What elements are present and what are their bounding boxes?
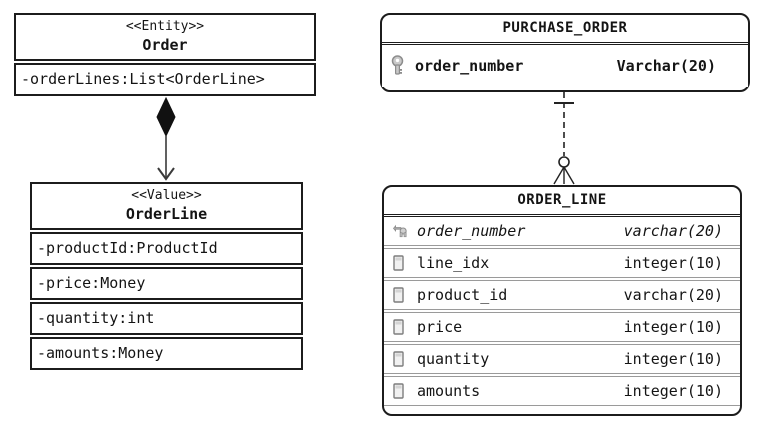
column-icon	[393, 255, 408, 271]
column-type: integer(10)	[623, 318, 723, 336]
column-name: line_idx	[417, 254, 490, 272]
er-zero-circle-icon	[558, 156, 570, 168]
primary-key-icon	[391, 55, 406, 77]
foreign-key-icon	[393, 224, 408, 238]
composition-diamond-icon	[156, 96, 176, 138]
uml-class-order-header: <<Entity>> Order	[14, 13, 316, 61]
purchase-order-column-order-number: order_number Varchar(20)	[382, 45, 748, 87]
db-table-purchase-order: PURCHASE_ORDER order_number Varchar(20)	[380, 13, 750, 92]
orderline-attribute-price: -price:Money	[30, 267, 303, 300]
db-table-order-line: ORDER_LINE order_number varchar(20)	[382, 185, 742, 416]
order-line-column-order-number: order_number varchar(20)	[384, 217, 740, 246]
column-type: Varchar(20)	[616, 57, 716, 75]
order-attribute-orderlines: -orderLines:List<OrderLine>	[14, 63, 316, 96]
orderline-class-name: OrderLine	[125, 205, 208, 223]
purchase-order-table-name: PURCHASE_ORDER	[382, 15, 748, 45]
order-class-name: Order	[142, 36, 188, 54]
uml-class-orderline-header: <<Value>> OrderLine	[30, 182, 303, 230]
column-icon	[393, 351, 408, 367]
column-name: price	[417, 318, 463, 336]
order-line-column-line-idx: line_idx integer(10)	[384, 248, 740, 278]
er-crowfoot-right	[563, 166, 575, 185]
orderline-attribute-amounts: -amounts:Money	[30, 337, 303, 370]
column-type: integer(10)	[623, 350, 723, 368]
column-type: integer(10)	[623, 382, 723, 400]
column-name: order_number	[417, 222, 526, 240]
order-line-column-amounts: amounts integer(10)	[384, 376, 740, 406]
order-line-column-price: price integer(10)	[384, 312, 740, 342]
column-type: varchar(20)	[623, 286, 723, 304]
orderline-attribute-productid: -productId:ProductId	[30, 232, 303, 265]
uml-class-order: <<Entity>> Order -orderLines:List<OrderL…	[14, 13, 316, 96]
orderline-attribute-quantity: -quantity:int	[30, 302, 303, 335]
orderline-stereotype: <<Value>>	[131, 188, 202, 203]
order-line-column-product-id: product_id varchar(20)	[384, 280, 740, 310]
order-line-column-quantity: quantity integer(10)	[384, 344, 740, 374]
composition-arrowhead-icon	[157, 167, 175, 181]
column-name: order_number	[415, 57, 524, 75]
er-crowfoot-left	[553, 166, 565, 185]
column-icon	[393, 383, 408, 399]
order-stereotype: <<Entity>>	[125, 19, 205, 34]
column-type: integer(10)	[623, 254, 723, 272]
column-name: amounts	[417, 382, 481, 400]
column-name: quantity	[417, 350, 490, 368]
uml-class-orderline: <<Value>> OrderLine -productId:ProductId…	[30, 182, 303, 370]
column-icon	[393, 287, 408, 303]
column-name: product_id	[417, 286, 508, 304]
column-type: varchar(20)	[623, 222, 723, 240]
column-icon	[393, 319, 408, 335]
order-line-table-name: ORDER_LINE	[384, 187, 740, 217]
